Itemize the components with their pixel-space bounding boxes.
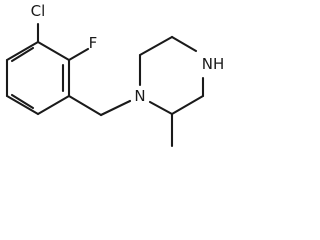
atom-label-nh: NH (202, 55, 225, 73)
atom-label-cl: Cl (31, 2, 46, 20)
bond (36, 94, 71, 116)
bond (170, 94, 205, 116)
bond (5, 40, 40, 62)
piperazine-ring (138, 35, 205, 116)
double-bond-inner (10, 46, 35, 63)
bond (36, 40, 71, 62)
benzene-ring (5, 40, 71, 116)
bond (148, 100, 174, 116)
bond (170, 35, 198, 53)
bond (5, 94, 40, 116)
atom-label-n: N (134, 87, 145, 105)
double-bond-inner (10, 93, 35, 110)
bond-ch2-n (99, 99, 132, 117)
atom-label-f: F (89, 34, 98, 52)
molecule-structure: Cl F N NH (5, 2, 225, 148)
bond-f (67, 47, 90, 62)
bond-benzyl (67, 94, 103, 117)
bond (138, 35, 174, 57)
